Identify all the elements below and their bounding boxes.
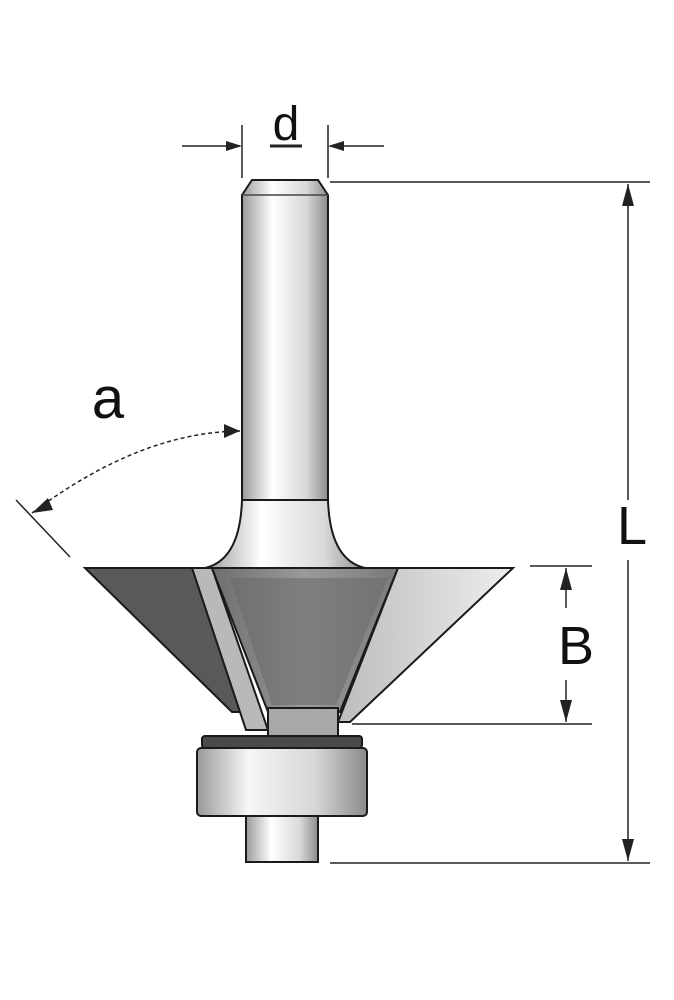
cutter-head xyxy=(82,567,516,737)
dimension-d xyxy=(182,125,384,178)
dimension-label-a: a xyxy=(92,366,125,431)
dimension-label-d: d xyxy=(273,98,300,151)
bearing-screw xyxy=(245,815,319,863)
dimension-l xyxy=(330,181,650,864)
dimension-b xyxy=(352,565,592,725)
shank xyxy=(204,179,366,569)
bearing xyxy=(196,735,368,817)
dimension-label-l: L xyxy=(617,496,647,556)
dimension-a xyxy=(15,424,241,558)
dimension-label-b: B xyxy=(558,616,594,676)
